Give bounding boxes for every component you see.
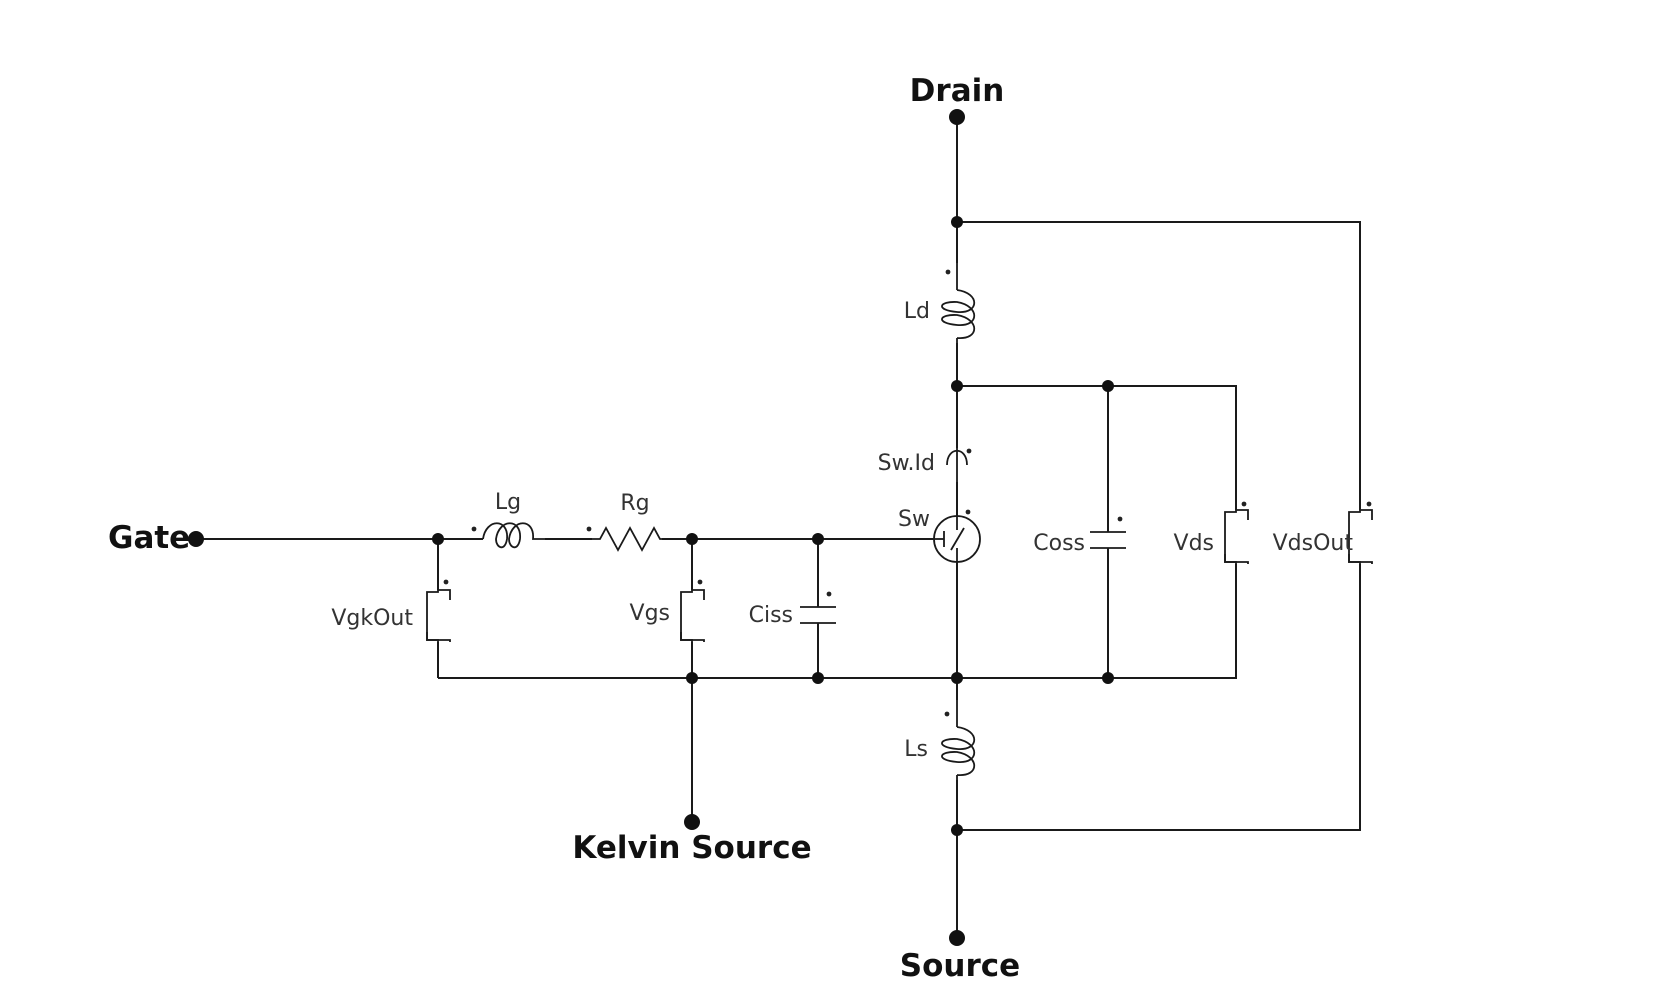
ld-polarity-dot [945,269,951,275]
vgkout-label: VgkOut [331,606,413,631]
lg-inductor [471,522,545,549]
sw-polarity-dot [965,509,971,515]
junctions [432,216,1114,836]
junction-node [951,216,963,228]
vds-polarity-dot [1241,501,1247,507]
sw-switch [933,509,981,563]
gate-label: Gate [108,520,190,556]
vds-voltmeter [1224,501,1249,564]
ciss-capacitor [800,591,836,624]
ls-polarity-dot [944,711,950,717]
vds-label: Vds [1174,531,1214,556]
vdsout-polarity-dot [1366,501,1372,507]
drain-terminal[interactable] [949,109,965,125]
rg-resistor [586,526,662,552]
sw-id-polarity-dot [966,448,972,454]
ls-label: Ls [904,737,928,762]
sw-id-label: Sw.Id [878,451,935,476]
coss-capacitor [1090,516,1126,549]
junction-node [432,533,444,545]
ld-label: Ld [904,299,930,324]
ld-inductor [941,263,975,343]
vdsout-label: VdsOut [1273,531,1354,556]
sw-id-current-meter [946,448,972,482]
junction-node [812,672,824,684]
vgs-label: Vgs [630,601,670,626]
vdsout-voltmeter [1348,501,1373,564]
junction-node [1102,380,1114,392]
wires [196,117,1361,938]
junction-node [951,824,963,836]
drain-label: Drain [910,73,1005,109]
junction-node [812,533,824,545]
source-terminal[interactable] [949,930,965,946]
sw-label: Sw [898,507,930,532]
vgkout-polarity-dot [443,579,449,585]
ciss-polarity-dot [826,591,832,597]
ls-inductor [941,700,975,780]
source-label: Source [900,948,1020,984]
vgs-voltmeter [680,579,705,642]
coss-label: Coss [1033,531,1085,556]
coss-polarity-dot [1117,516,1123,522]
gate-terminal[interactable] [188,531,204,547]
lg-label: Lg [495,490,521,515]
junction-node [951,672,963,684]
kelvin-source-terminal[interactable] [684,814,700,830]
vgs-polarity-dot [697,579,703,585]
kelvin-source-label: Kelvin Source [572,830,811,866]
junction-node [686,533,698,545]
junction-node [686,672,698,684]
junction-node [1102,672,1114,684]
junction-node [951,380,963,392]
vgkout-voltmeter [426,579,451,642]
rg-label: Rg [620,491,649,516]
lg-polarity-dot [471,526,477,532]
ciss-label: Ciss [749,603,793,628]
rg-polarity-dot [586,526,592,532]
